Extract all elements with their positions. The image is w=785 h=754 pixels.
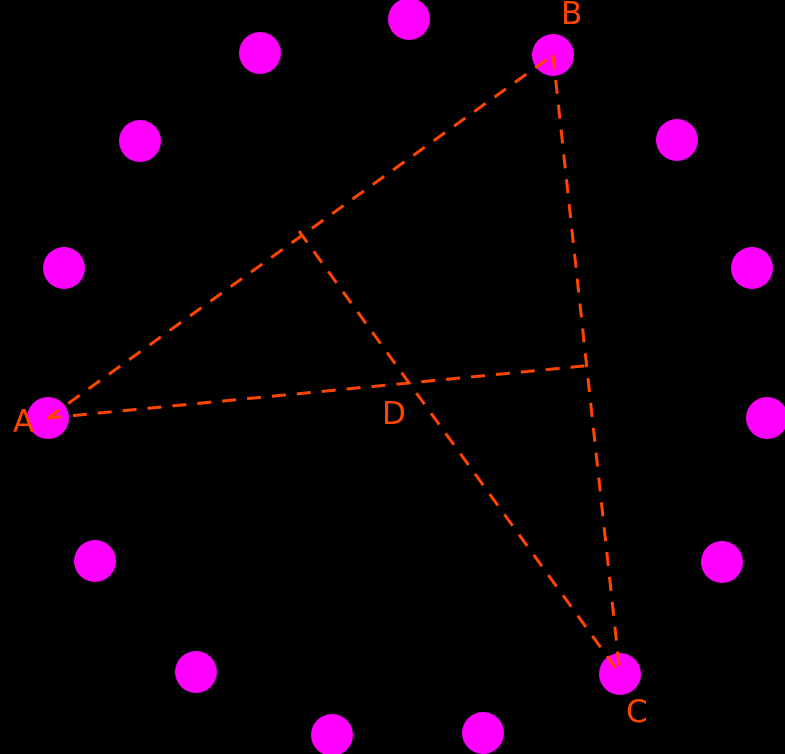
magenta-dot: [731, 247, 773, 289]
magenta-dot: [175, 651, 217, 693]
dashed-segment-AB: [47, 53, 554, 420]
magenta-dot: [43, 247, 85, 289]
vertex-label-b: B: [561, 0, 582, 32]
magenta-dot: [462, 712, 504, 754]
magenta-dot: [239, 32, 281, 74]
vertex-label-c: C: [626, 694, 648, 730]
magenta-dot: [656, 119, 698, 161]
magenta-dot: [74, 540, 116, 582]
dashed-segment-AF: [47, 363, 595, 420]
dashed-segment-EC: [297, 230, 622, 675]
dashed-segment-BC: [551, 54, 622, 675]
vertex-labels-layer: A B C D: [13, 0, 648, 730]
magenta-dot: [311, 714, 353, 754]
vertex-label-a: A: [13, 404, 34, 440]
magenta-dot: [746, 397, 785, 439]
segments-layer: [47, 53, 622, 675]
magenta-dot: [388, 0, 430, 40]
vertex-label-d: D: [382, 396, 406, 432]
magenta-dot: [701, 541, 743, 583]
magenta-dot: [599, 653, 641, 695]
magenta-dot: [119, 120, 161, 162]
